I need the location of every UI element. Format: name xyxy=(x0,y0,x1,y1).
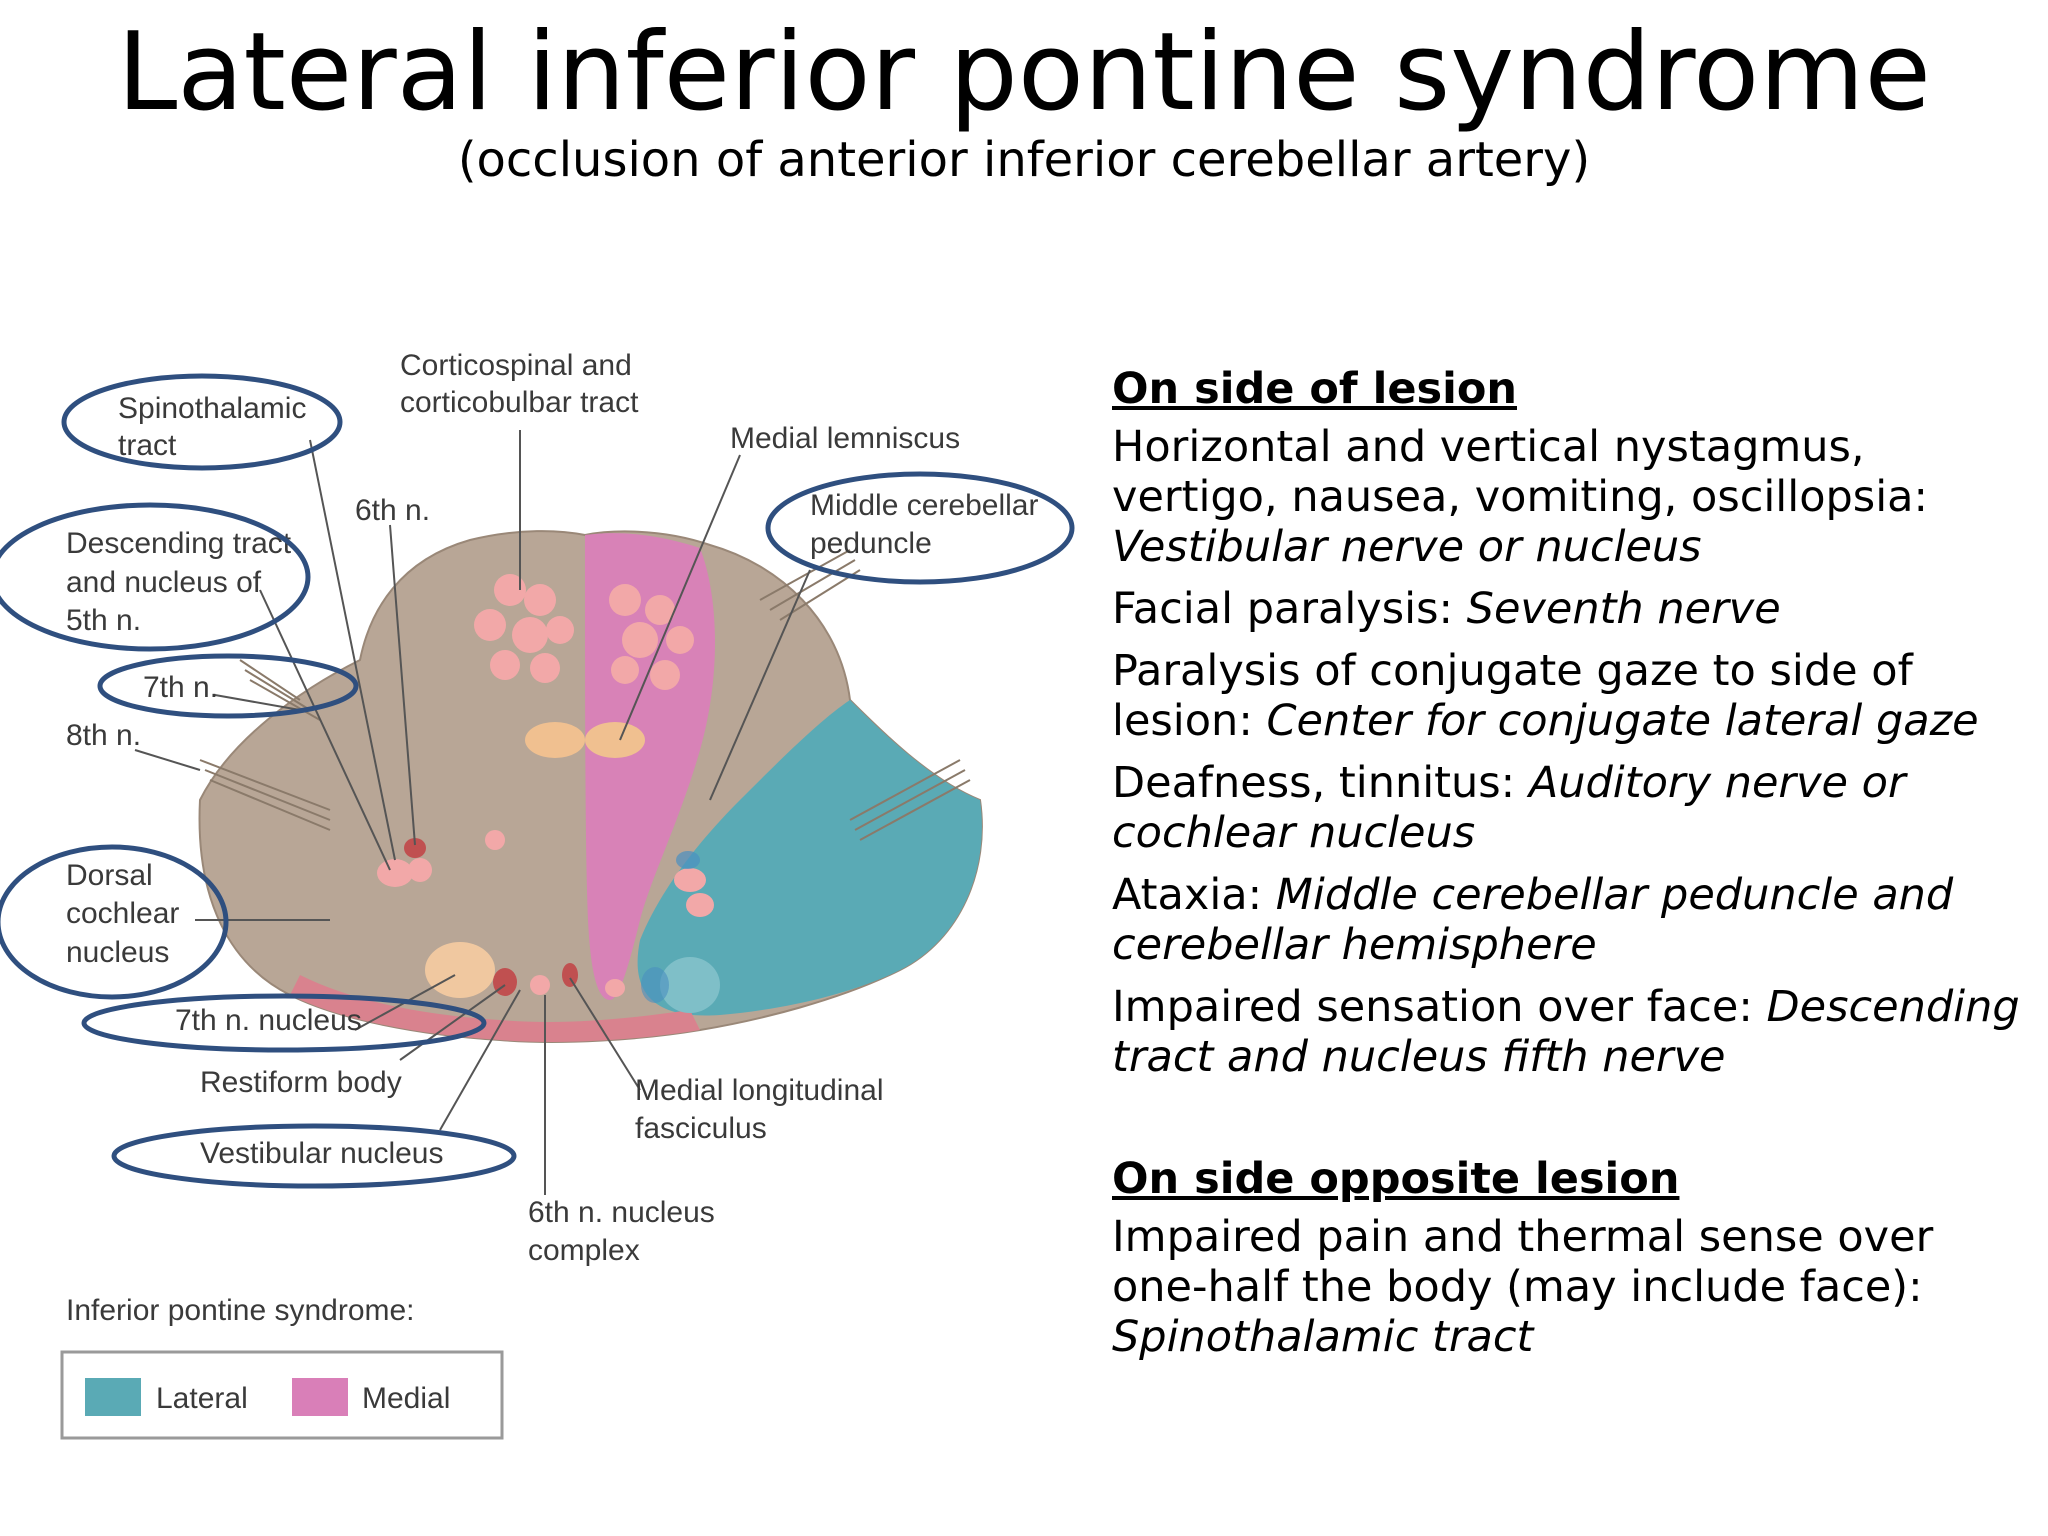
diagram-label: and nucleus of xyxy=(66,566,262,599)
diagram-label: fasciculus xyxy=(635,1112,767,1145)
diagram-label: Medial longitudinal xyxy=(635,1074,884,1107)
leader-lines xyxy=(134,430,811,1195)
symptom-item: Ataxia: Middle cerebellar peduncle and c… xyxy=(1112,870,1954,970)
lateral-region xyxy=(637,700,982,1016)
diagram-label: 8th n. xyxy=(66,719,141,752)
slide-title: Lateral inferior pontine syndrome xyxy=(117,10,1931,135)
diagram-label: Middle cerebellar xyxy=(810,489,1038,522)
nuclei xyxy=(377,830,720,1013)
nerve-fibres xyxy=(199,549,971,841)
diagram-label: Spinothalamic xyxy=(118,392,306,425)
side-of-lesion-heading: On side of lesion xyxy=(1112,364,1517,414)
symptom-item: Facial paralysis: Seventh nerve xyxy=(1112,584,1781,634)
diagram-label: Lateral xyxy=(156,1382,248,1415)
medial-lemniscus-shape xyxy=(525,722,645,758)
diagram-label: nucleus xyxy=(66,936,169,969)
diagram-label: 7th n. nucleus xyxy=(175,1004,362,1037)
diagram-label: Dorsal xyxy=(66,859,153,892)
symptom-item: Impaired sensation over face: Descending… xyxy=(1112,982,2020,1082)
diagram-label: corticobulbar tract xyxy=(400,386,639,419)
diagram-label: Medial xyxy=(362,1382,450,1415)
diagram-labels: Spinothalamic tract Corticospinal and co… xyxy=(66,349,1038,1267)
symptom-item: Horizontal and vertical nystagmus, verti… xyxy=(1112,422,1928,572)
symptom-item: Paralysis of conjugate gaze to side of l… xyxy=(1112,646,1979,746)
diagram-label: Inferior pontine syndrome: xyxy=(66,1294,415,1327)
pons-cross-section-diagram: Spinothalamic tract Corticospinal and co… xyxy=(0,349,1075,1440)
legend-lateral-swatch xyxy=(85,1378,141,1416)
corticospinal-bundles xyxy=(474,574,694,690)
diagram-label: Vestibular nucleus xyxy=(200,1137,444,1170)
diagram-label: 7th n. xyxy=(143,671,218,704)
diagram-label: Medial lemniscus xyxy=(730,422,960,455)
diagram-label: peduncle xyxy=(810,527,932,560)
diagram-label: cochlear xyxy=(66,897,179,930)
diagram-label: Restiform body xyxy=(200,1066,402,1099)
diagram-label: 6th n. xyxy=(355,494,430,527)
diagram-label: Corticospinal and xyxy=(400,349,632,382)
slide-subtitle: (occlusion of anterior inferior cerebell… xyxy=(457,132,1591,188)
diagram-label: tract xyxy=(118,429,177,462)
highlight-ellipses xyxy=(0,373,1075,1189)
symptom-item: Deafness, tinnitus: Auditory nerve or co… xyxy=(1112,758,1906,858)
symptom-item: Impaired pain and thermal sense over one… xyxy=(1112,1212,1934,1362)
ventricle-floor xyxy=(290,975,700,1042)
diagram-label: 6th n. nucleus xyxy=(528,1196,715,1229)
diagram-label: Descending tract xyxy=(66,527,292,560)
diagram-label: 5th n. xyxy=(66,604,141,637)
legend-medial-swatch xyxy=(292,1378,348,1416)
side-opposite-heading: On side opposite lesion xyxy=(1112,1154,1680,1204)
symptoms-panel: On side of lesion Horizontal and vertica… xyxy=(1112,364,2032,1374)
diagram-label: complex xyxy=(528,1234,640,1267)
legend: Inferior pontine syndrome: Lateral Media… xyxy=(60,1294,504,1440)
